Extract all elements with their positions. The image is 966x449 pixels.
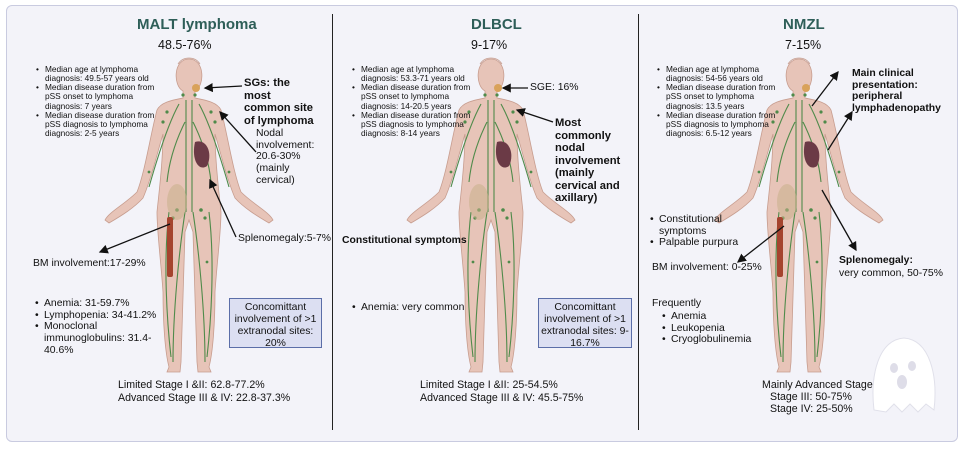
- list-item: Median age at lymphoma diagnosis: 54-56 …: [657, 64, 781, 83]
- list-item: Median disease duration from pSS diagnos…: [352, 110, 473, 138]
- list-item: Median disease duration from pSS onset t…: [352, 83, 473, 111]
- list-item: Constitutional symptoms: [650, 214, 739, 237]
- dlbcl-title: DLBCL: [471, 16, 522, 33]
- bone-marrow-icon: [777, 217, 783, 277]
- malt-splenomegaly-label: Splenomegaly:5-7%: [238, 233, 331, 244]
- malt-extranodal-box: Concomittant involvement of >1 extranoda…: [229, 298, 322, 349]
- list-item: Leukopenia: [662, 323, 751, 335]
- spleen-icon: [803, 141, 820, 168]
- list-item: Anemia: 31-59.7%: [35, 298, 179, 310]
- malt-sg-callout: SGs: the most common site of lymphoma: [244, 77, 314, 127]
- list-item: Anemia: [662, 311, 751, 323]
- nmzl-info-list: Median age at lymphoma diagnosis: 54-56 …: [655, 64, 781, 138]
- malt-bm-label: BM involvement:17-29%: [33, 258, 146, 269]
- nmzl-body-icon: [714, 57, 884, 373]
- nmzl-bm-label: BM involvement: 0-25%: [652, 262, 762, 273]
- nmzl-main-callout: Main clinical presentation: peripheral l…: [852, 68, 941, 114]
- nmzl-stage-four: Stage IV: 25-50%: [770, 403, 853, 415]
- malt-title: MALT lymphoma: [137, 16, 257, 33]
- nmzl-stage-three: Stage III: 50-75%: [770, 391, 852, 403]
- dlbcl-stage-limited: Limited Stage I &II: 25-54.5%: [420, 379, 558, 391]
- malt-body-icon: [104, 57, 274, 373]
- dlbcl-stage-advanced: Advanced Stage III & IV: 45.5-75%: [420, 392, 584, 404]
- ghost-mascot-icon: [872, 337, 936, 413]
- list-item: Monoclonal immunoglobulins: 31.4-40.6%: [35, 321, 179, 356]
- dlbcl-anemia-list: Anemia: very common: [350, 302, 464, 314]
- list-item: Median age at lymphoma diagnosis: 53.3-7…: [352, 64, 473, 83]
- dlbcl-range: 9-17%: [471, 38, 508, 52]
- dlbcl-nodal-callout: Most commonly nodal involvement (mainly …: [555, 117, 621, 205]
- list-item: Lymphopenia: 34-41.2%: [35, 310, 179, 322]
- bone-marrow-icon: [167, 217, 173, 277]
- nmzl-stage-note: Mainly Advanced Stage: [762, 379, 873, 391]
- nmzl-symptom-list: Constitutional symptoms Palpable purpura: [648, 214, 739, 249]
- malt-stage-limited: Limited Stage I &II: 62.8-77.2%: [118, 379, 265, 391]
- list-item: Cryoglobulinemia: [662, 334, 751, 346]
- salivary-gland-icon: [192, 84, 200, 92]
- dlbcl-sge-label: SGE: 16%: [530, 82, 579, 93]
- spleen-icon: [495, 141, 512, 168]
- list-item: Median age at lymphoma diagnosis: 49.5-5…: [36, 64, 160, 83]
- nmzl-arrows: [736, 70, 857, 263]
- list-item: Palpable purpura: [650, 237, 739, 249]
- dlbcl-info-list: Median age at lymphoma diagnosis: 53.3-7…: [350, 64, 473, 138]
- dlbcl-arrows: [501, 83, 554, 123]
- nmzl-splenomegaly-value: very common, 50-75%: [839, 268, 943, 279]
- malt-range: 48.5-76%: [158, 38, 212, 52]
- spleen-icon: [193, 141, 210, 168]
- list-item: Anemia: very common: [352, 302, 464, 314]
- column-divider-2: [638, 14, 639, 430]
- list-item: Median disease duration from pSS diagnos…: [36, 110, 160, 138]
- malt-arrows: [98, 83, 257, 254]
- list-item: Median disease duration from pSS onset t…: [657, 83, 781, 111]
- nmzl-frequently-list: Anemia Leukopenia Cryoglobulinemia: [660, 311, 751, 346]
- dlbcl-constitutional-label: Constitutional symptoms: [342, 235, 467, 246]
- dlbcl-body-icon: [406, 57, 576, 373]
- nmzl-range: 7-15%: [785, 38, 822, 52]
- malt-stage-advanced: Advanced Stage III & IV: 22.8-37.3%: [118, 392, 291, 404]
- list-item: Median disease duration from pSS onset t…: [36, 83, 160, 111]
- dlbcl-extranodal-box: Concomittant involvement of >1 extranoda…: [538, 298, 632, 349]
- nmzl-splenomegaly-title: Splenomegaly:: [839, 255, 913, 266]
- list-item: Median disease duration from pSS diagnos…: [657, 110, 781, 138]
- nmzl-frequently-title: Frequently: [652, 298, 702, 309]
- malt-nodal-label: Nodal involvement: 20.6-30% (mainly cerv…: [256, 128, 315, 186]
- nmzl-title: NMZL: [783, 16, 825, 33]
- malt-labs-list: Anemia: 31-59.7% Lymphopenia: 34-41.2% M…: [33, 298, 179, 356]
- column-divider-1: [332, 14, 333, 430]
- malt-info-list: Median age at lymphoma diagnosis: 49.5-5…: [34, 64, 160, 138]
